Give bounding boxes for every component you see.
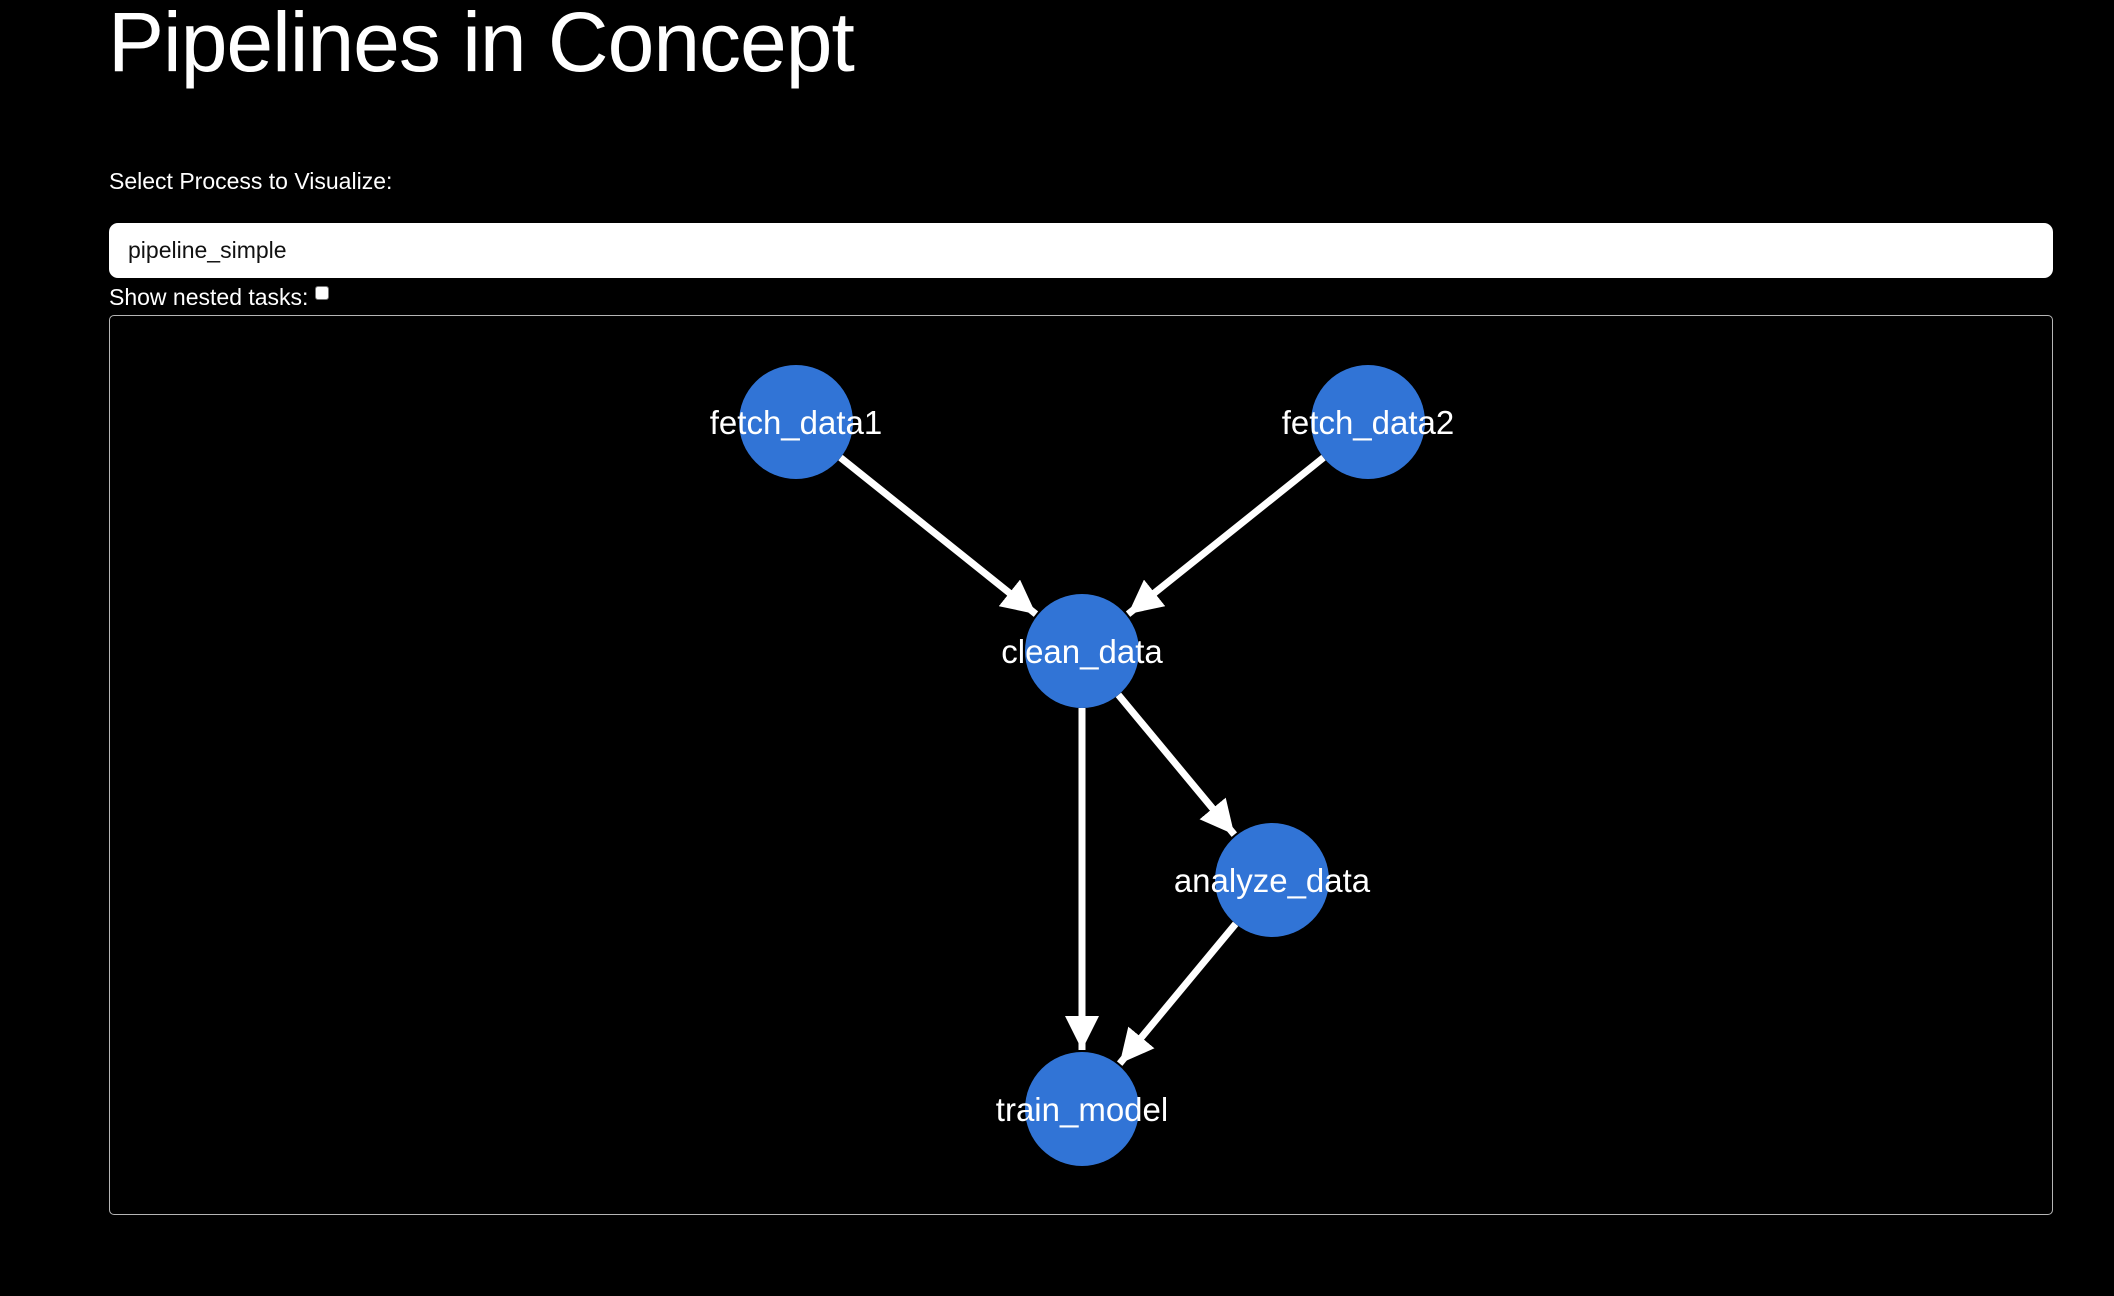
node-label: analyze_data (1174, 862, 1371, 899)
select-process-label: Select Process to Visualize: (109, 168, 393, 194)
edge-fetch_data1-to-clean_data (838, 454, 1039, 617)
node-circle[interactable] (1311, 365, 1425, 479)
node-label: fetch_data1 (710, 404, 882, 441)
nested-tasks-label: Show nested tasks: (109, 284, 309, 310)
edge-fetch_data2-to-clean_data (1125, 454, 1326, 617)
node-train_model[interactable]: train_model (996, 1052, 1168, 1166)
process-select-value: pipeline_simple (128, 237, 287, 263)
node-label: train_model (996, 1091, 1168, 1128)
node-label: clean_data (1001, 633, 1163, 670)
nodes-layer: fetch_data1 fetch_data2 clean_data analyze_… (710, 365, 1454, 1166)
pipeline-graph: fetch_data1 fetch_data2 clean_data analyze_… (710, 365, 1454, 1166)
node-circle[interactable] (1215, 823, 1329, 937)
page-title: Pipelines in Concept (108, 0, 855, 89)
node-circle[interactable] (739, 365, 853, 479)
node-label: fetch_data2 (1282, 404, 1454, 441)
graph-panel: fetch_data1 fetch_data2 clean_data analyze_… (109, 315, 2053, 1215)
nested-tasks-row: Show nested tasks: (109, 282, 330, 312)
process-select[interactable]: pipeline_simple (109, 223, 2053, 278)
node-fetch_data2[interactable]: fetch_data2 (1282, 365, 1454, 479)
nested-tasks-checkbox[interactable] (315, 286, 330, 300)
node-clean_data[interactable]: clean_data (1001, 594, 1163, 708)
node-analyze_data[interactable]: analyze_data (1174, 823, 1371, 937)
node-fetch_data1[interactable]: fetch_data1 (710, 365, 882, 479)
edge-analyze_data-to-train_model (1116, 921, 1239, 1066)
edges-layer (838, 454, 1326, 1066)
node-circle[interactable] (1025, 1052, 1139, 1166)
edge-clean_data-to-analyze_data (1115, 692, 1238, 837)
node-circle[interactable] (1025, 594, 1139, 708)
